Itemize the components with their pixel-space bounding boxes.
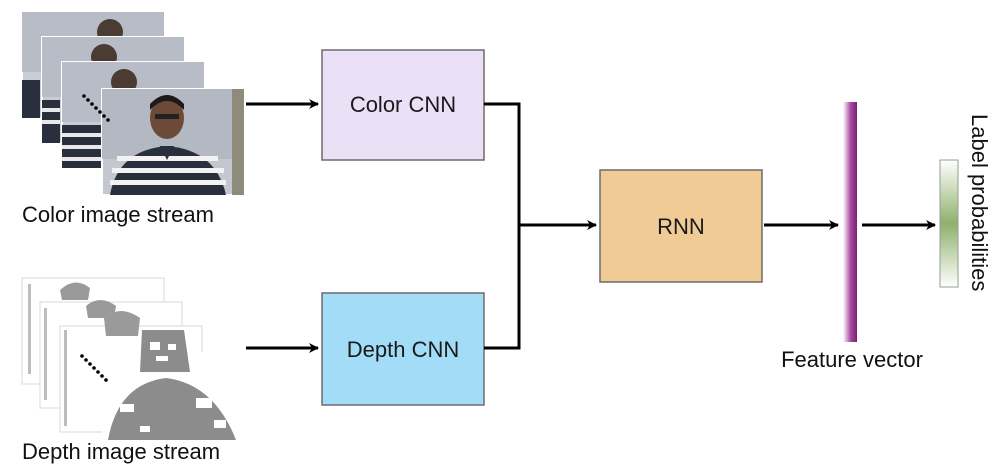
label-probabilities-label: Label probabilities	[967, 114, 992, 291]
ellipsis-dots	[82, 94, 110, 122]
depth-frame-front	[102, 330, 244, 442]
depth-image-stream	[21, 277, 244, 442]
ellipsis-dots	[80, 354, 108, 382]
rnn-block	[599, 169, 763, 283]
color-cnn-label: Color CNN	[350, 92, 456, 117]
depth-stream-caption: Depth image stream	[22, 439, 220, 464]
depth-cnn-block	[321, 292, 485, 406]
label-probabilities-bar	[939, 159, 959, 288]
color-stream-caption: Color image stream	[22, 202, 214, 227]
depth-cnn-label: Depth CNN	[347, 337, 459, 362]
color-frame-front	[101, 88, 245, 196]
cnn-merge-connector	[484, 102, 521, 350]
color-image-stream	[21, 11, 245, 196]
color-cnn-block	[321, 49, 485, 161]
feature-vector-bar	[843, 102, 857, 342]
rnn-label: RNN	[657, 214, 705, 239]
feature-vector-label: Feature vector	[781, 347, 923, 372]
